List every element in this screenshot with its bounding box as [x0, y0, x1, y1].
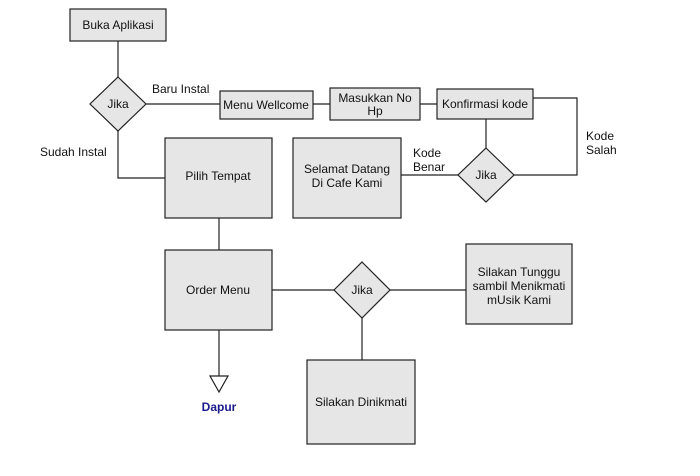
node-label-line-1: Silakan Tunggu: [478, 265, 561, 279]
edge-label-sudah-instal: Sudah Instal: [40, 145, 107, 159]
node-menu-welcome: Menu Wellcome: [219, 90, 314, 120]
node-buka-aplikasi: Buka Aplikasi: [69, 8, 167, 42]
node-label: Jika: [107, 97, 129, 111]
node-label: Jika: [475, 168, 497, 182]
node-label-line-2: Hp: [367, 104, 383, 118]
node-masukkan-no-hp: Masukkan No Hp: [329, 87, 421, 121]
node-jika-2: Jika: [457, 147, 515, 203]
node-dapur-label: Dapur: [202, 400, 237, 414]
node-label-line-3: mUsik Kami: [487, 293, 551, 307]
node-silakan-tunggu: Silakan Tunggu sambil Menikmati mUsik Ka…: [465, 243, 573, 325]
node-label: Konfirmasi kode: [442, 97, 528, 111]
node-selamat-datang: Selamat Datang Di Cafe Kami: [292, 137, 402, 219]
node-silakan-dinikmati: Silakan Dinikmati: [306, 359, 416, 445]
node-label: Order Menu: [186, 283, 250, 297]
node-label: Buka Aplikasi: [82, 18, 153, 32]
line-kode-salah-loop: [514, 97, 578, 176]
node-label: Pilih Tempat: [185, 169, 251, 183]
node-label-line-2: sambil Menikmati: [473, 279, 566, 293]
dapur-arrow-icon: [208, 375, 230, 394]
edge-label-kode-salah-line-2: Salah: [586, 143, 617, 157]
node-pilih-tempat: Pilih Tempat: [164, 137, 273, 219]
node-label: Silakan Dinikmati: [315, 395, 407, 409]
node-jika-3: Jika: [333, 261, 391, 319]
edge-label-baru-instal: Baru Instal: [152, 82, 209, 96]
edge-label-kode-salah-line-1: Kode: [586, 129, 614, 143]
edge-label-kode-benar-line-1: Kode: [413, 146, 441, 160]
node-order-menu: Order Menu: [164, 249, 273, 331]
node-label-line-2: Di Cafe Kami: [312, 176, 383, 190]
node-konfirmasi-kode: Konfirmasi kode: [436, 88, 534, 120]
node-label-line-1: Masukkan No: [338, 91, 412, 105]
connectors: [117, 41, 578, 394]
edge-label-kode-benar-line-2: Benar: [413, 160, 445, 174]
node-jika-1: Jika: [89, 76, 147, 132]
node-label: Jika: [351, 283, 373, 297]
node-label: Menu Wellcome: [223, 98, 309, 112]
line-jika1-to-pilih: [117, 131, 165, 179]
node-label-line-1: Selamat Datang: [304, 162, 390, 176]
